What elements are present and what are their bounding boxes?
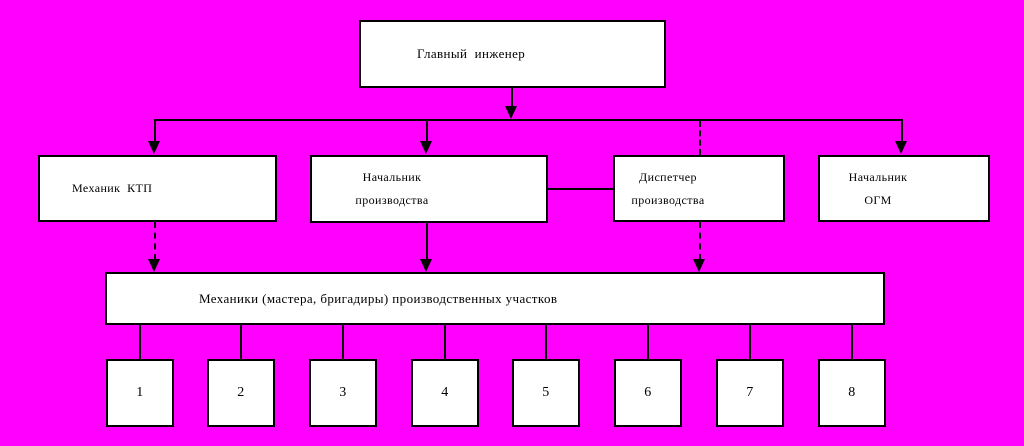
connector-chief-dispatcher-lateral: [546, 188, 613, 190]
connector-drop-dispatcher-dashed: [699, 121, 701, 155]
node-unit-1-label: 1: [136, 385, 144, 400]
connector-drop-mechanic: [154, 121, 156, 142]
node-production-chief-line1: Начальник: [362, 170, 422, 184]
connector-unit-3: [342, 325, 344, 359]
node-unit-6: 6: [614, 359, 682, 427]
node-unit-7-label: 7: [746, 385, 754, 400]
connector-chief-down: [511, 88, 513, 107]
node-ogm-chief-line2: ОГМ: [864, 192, 892, 207]
connector-mechanic-down-dashed: [154, 222, 156, 260]
connector-drop-production-chief: [426, 121, 428, 142]
connector-distribution-line: [154, 119, 903, 121]
node-mechanic-ktp-label: Механик КТП: [72, 181, 153, 195]
arrowhead-chief-icon: [505, 106, 517, 119]
node-unit-6-label: 6: [644, 385, 652, 400]
connector-unit-6: [647, 325, 649, 359]
connector-unit-8: [851, 325, 853, 359]
connector-production-chief-down: [426, 223, 428, 260]
arrowhead-production-chief-down-icon: [420, 259, 432, 272]
arrowhead-production-chief-icon: [420, 141, 432, 154]
node-production-dispatcher: Диспетчер производства: [613, 155, 785, 222]
node-unit-2-label: 2: [237, 385, 245, 400]
node-unit-8: 8: [818, 359, 886, 427]
node-unit-1: 1: [106, 359, 174, 427]
node-unit-5-label: 5: [542, 385, 550, 400]
arrowhead-dispatcher-down-icon: [693, 259, 705, 272]
node-production-chief: Начальник производства: [310, 155, 548, 223]
arrowhead-mechanic-down-icon: [148, 259, 160, 272]
node-ogm-chief: Начальник ОГМ: [818, 155, 990, 222]
node-production-dispatcher-line1: Диспетчер: [639, 169, 697, 184]
connector-unit-5: [545, 325, 547, 359]
connector-drop-ogm: [901, 121, 903, 142]
node-unit-8-label: 8: [848, 385, 856, 400]
node-production-chief-line2: производства: [355, 193, 429, 207]
arrowhead-mechanic-icon: [148, 141, 160, 154]
node-unit-7: 7: [716, 359, 784, 427]
node-mechanic-ktp: Механик КТП: [38, 155, 277, 222]
node-chief-engineer-label: Главный инженер: [417, 46, 526, 61]
connector-unit-2: [240, 325, 242, 359]
node-unit-3-label: 3: [339, 385, 347, 400]
connector-unit-1: [139, 325, 141, 359]
node-unit-3: 3: [309, 359, 377, 427]
node-ogm-chief-line1: Начальник: [848, 169, 908, 184]
node-unit-5: 5: [512, 359, 580, 427]
node-section-mechanics: Механики (мастера, бригадиры) производст…: [105, 272, 885, 325]
connector-dispatcher-down-dashed: [699, 222, 701, 260]
node-section-mechanics-label: Механики (мастера, бригадиры) производст…: [199, 290, 558, 306]
node-chief-engineer: Главный инженер: [359, 20, 666, 88]
node-unit-4-label: 4: [441, 385, 449, 400]
connector-unit-4: [444, 325, 446, 359]
node-production-dispatcher-line2: производства: [631, 192, 705, 207]
node-unit-2: 2: [207, 359, 275, 427]
node-unit-4: 4: [411, 359, 479, 427]
arrowhead-ogm-icon: [895, 141, 907, 154]
connector-unit-7: [749, 325, 751, 359]
